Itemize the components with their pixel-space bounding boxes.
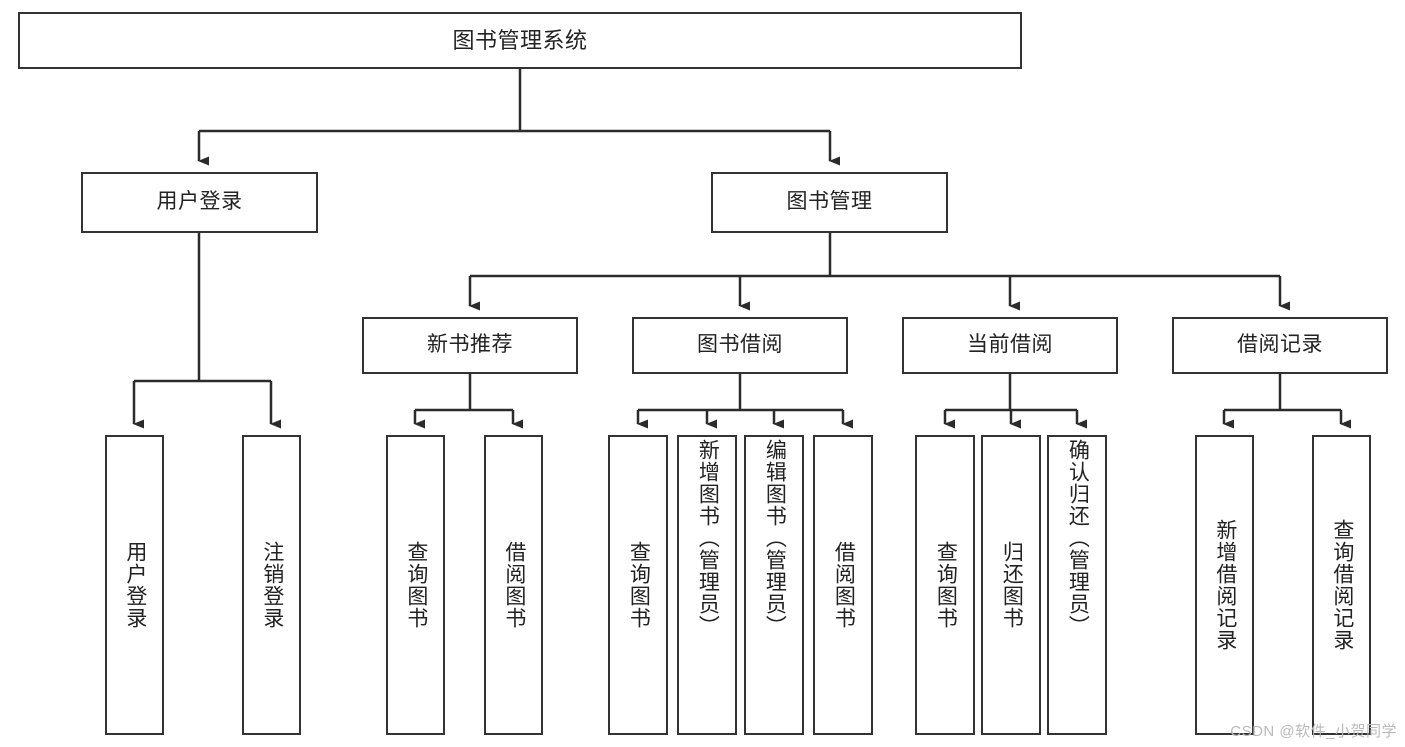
node-label: 确认归还（管理员）: [1066, 439, 1090, 637]
node-label: 查询借阅记录: [1330, 519, 1354, 651]
node-label: 注销登录: [260, 541, 284, 629]
node-leaf-3[interactable]: 借阅图书: [484, 435, 543, 735]
node-leaf-1[interactable]: 注销登录: [242, 435, 301, 735]
node-leaf-12[interactable]: 查询借阅记录: [1312, 435, 1371, 735]
node-level2-0[interactable]: 用户登录: [81, 172, 318, 233]
node-label: 编辑图书（管理员）: [763, 439, 787, 637]
node-leaf-7[interactable]: 借阅图书: [813, 435, 873, 735]
node-label: 新增图书（管理员）: [696, 439, 720, 637]
node-label: 查询图书: [627, 541, 651, 629]
node-label: 借阅图书: [502, 541, 526, 629]
node-label: 用户登录: [123, 541, 147, 629]
node-leaf-11[interactable]: 新增借阅记录: [1195, 435, 1254, 735]
node-label: 借阅图书: [832, 541, 856, 629]
node-leaf-8[interactable]: 查询图书: [915, 435, 975, 735]
node-label: 图书管理: [786, 190, 873, 214]
node-label: 用户登录: [156, 190, 243, 214]
node-label: 查询图书: [934, 541, 958, 629]
node-leaf-10[interactable]: 确认归还（管理员）: [1047, 435, 1107, 735]
node-leaf-2[interactable]: 查询图书: [386, 435, 445, 735]
node-leaf-4[interactable]: 查询图书: [608, 435, 668, 735]
node-level3-0[interactable]: 新书推荐: [362, 317, 578, 374]
node-level3-3[interactable]: 借阅记录: [1172, 317, 1388, 374]
node-label: 新书推荐: [427, 333, 513, 357]
node-leaf-5[interactable]: 新增图书（管理员）: [677, 435, 737, 735]
node-leaf-6[interactable]: 编辑图书（管理员）: [744, 435, 804, 735]
node-label: 归还图书: [1000, 541, 1024, 629]
node-leaf-0[interactable]: 用户登录: [105, 435, 164, 735]
node-leaf-9[interactable]: 归还图书: [981, 435, 1041, 735]
node-label: 查询图书: [404, 541, 428, 629]
node-level3-2[interactable]: 当前借阅: [902, 317, 1118, 374]
node-label: 当前借阅: [967, 333, 1053, 357]
node-label: 新增借阅记录: [1213, 519, 1237, 651]
node-root-图书管理系统[interactable]: 图书管理系统: [18, 12, 1022, 69]
node-label: 图书管理系统: [452, 27, 588, 53]
node-level3-1[interactable]: 图书借阅: [632, 317, 848, 374]
node-label: 借阅记录: [1237, 333, 1323, 357]
node-label: 图书借阅: [697, 333, 783, 357]
connector-lines: [132, 69, 1351, 429]
node-level2-1[interactable]: 图书管理: [711, 172, 948, 233]
